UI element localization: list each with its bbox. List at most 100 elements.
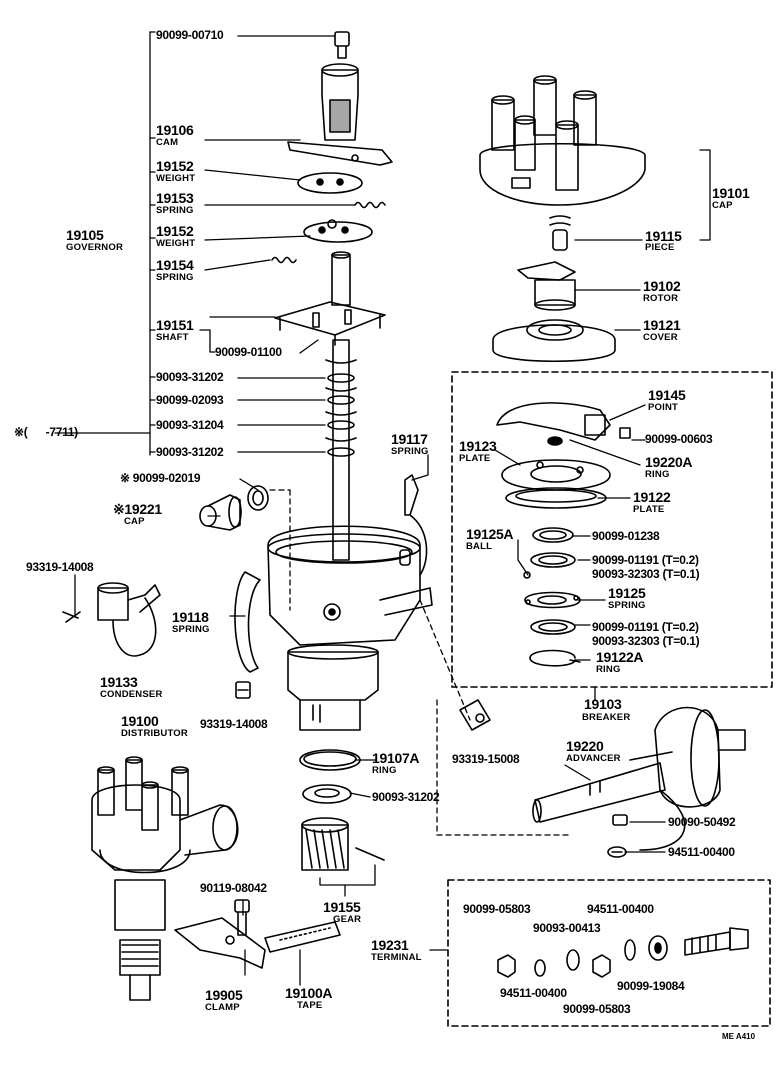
label-weight-upper: WEIGHT (156, 173, 196, 184)
spring-19153 (354, 201, 386, 209)
partno-90093-31204: 90093-31204 (156, 418, 224, 432)
label-plate-19122: PLATE (633, 504, 665, 515)
washer-90093-31202 (302, 784, 352, 804)
partno-19123: 19123 (459, 438, 497, 454)
label-plate-19123: PLATE (459, 453, 491, 464)
ring-19220a (547, 436, 563, 446)
advancer-19220 (532, 706, 746, 851)
condenser (62, 582, 161, 657)
partno-93319-14008-a: 93319-14008 (26, 560, 94, 574)
label-shaft: SHAFT (156, 332, 189, 343)
piece-19115 (549, 215, 571, 251)
figure-code: ME A410 (722, 1032, 756, 1041)
partno-90099-02093: 90099-02093 (156, 393, 224, 407)
screw-90099-00710 (334, 31, 350, 59)
label-spring-19153: SPRING (156, 205, 194, 216)
partno-90093-31202-b: 90093-31202 (156, 445, 224, 459)
label-governor: GOVERNOR (66, 242, 124, 253)
distributor-assembly (91, 756, 239, 1001)
partno-90099-02019: ※ 90099-02019 (120, 471, 201, 485)
label-spring-19117: SPRING (391, 446, 429, 457)
partno-19154: 19154 (156, 257, 194, 273)
partno-19118: 19118 (172, 609, 209, 625)
partno-19220: 19220 (566, 738, 604, 754)
plate-19123 (501, 459, 611, 491)
partno-19102: 19102 (643, 278, 681, 294)
label-cap: CAP (712, 200, 733, 211)
partno-19115: 19115 (645, 228, 682, 244)
cap-19221 (199, 494, 242, 531)
partno-19221: ※19221 (113, 501, 162, 517)
partno-90093-32303-a: 90093-32303 (T=0.1) (592, 567, 700, 581)
ring-90099-02019 (247, 485, 269, 511)
label-spring-19125: SPRING (608, 600, 646, 611)
label-clamp: CLAMP (205, 1002, 240, 1013)
weight-upper (297, 172, 363, 194)
washer-94511-00400-a (607, 846, 627, 858)
partno-19106: 19106 (156, 122, 194, 138)
partno-90093-00413: 90093-00413 (533, 921, 601, 935)
spring-19154 (271, 256, 297, 264)
bolt-90119-08042 (234, 899, 250, 936)
partno-19155: 19155 (323, 899, 361, 915)
terminal-group-box (447, 879, 771, 1027)
partno-19152-upper: 19152 (156, 158, 194, 174)
partno-94511-00400-b: 94511-00400 (500, 986, 567, 1000)
partno-19153: 19153 (156, 190, 194, 206)
partno-19107a: 19107A (372, 750, 420, 766)
partno-19145: 19145 (648, 387, 686, 403)
partno-93319-14008-b: 93319-14008 (200, 717, 268, 731)
partno-90099-01191-a: 90099-01191 (T=0.2) (592, 553, 699, 567)
spring-19118 (234, 571, 261, 673)
cam-part (287, 63, 393, 166)
label-piece: PIECE (645, 242, 675, 253)
partno-19100a: 19100A (285, 985, 333, 1001)
tape-19100a (264, 921, 341, 953)
clamp-19905 (174, 917, 266, 969)
partno-90119-08042: 90119-08042 (200, 881, 267, 895)
partno-19133: 19133 (100, 674, 138, 690)
label-terminal: TERMINAL (371, 952, 422, 963)
label-cover: COVER (643, 332, 678, 343)
partno-90099-01238: 90099-01238 (592, 529, 660, 543)
partno-90090-50492: 90090-50492 (668, 815, 736, 829)
label-advancer: ADVANCER (566, 753, 621, 764)
partno-90093-32303-b: 90093-32303 (T=0.1) (592, 634, 700, 648)
partno-19125: 19125 (608, 585, 646, 601)
partno-19152-lower: 19152 (156, 223, 194, 239)
ring-19107a (299, 749, 361, 771)
label-tape: TAPE (297, 1000, 323, 1011)
label-weight-lower: WEIGHT (156, 238, 196, 249)
partno-19231: 19231 (371, 937, 409, 953)
partno-93319-15008: 93319-15008 (452, 752, 520, 766)
partno-94511-00400-a: 94511-00400 (668, 845, 735, 859)
label-cap-19221: CAP (124, 516, 145, 527)
screw-90090-50492 (612, 814, 628, 826)
partno-90099-05803-b: 90099-05803 (563, 1002, 631, 1016)
ball-19125a (523, 571, 531, 579)
partno-19121: 19121 (643, 317, 681, 333)
governor-shaft (274, 251, 386, 561)
label-ball: BALL (466, 541, 493, 552)
label-point: POINT (648, 402, 679, 413)
label-ring-19107a: RING (372, 765, 397, 776)
partno-19103: 19103 (584, 696, 622, 712)
label-spring-19154: SPRING (156, 272, 194, 283)
rotor-19102 (517, 261, 576, 311)
spring-19117 (404, 474, 428, 576)
ring-19122a (529, 649, 581, 667)
partno-90099-19084: 90099-19084 (617, 979, 685, 993)
screw-93319-14008 (235, 681, 251, 699)
partno-19101: 19101 (712, 185, 750, 201)
weight-lower (303, 219, 373, 243)
spring-19125 (524, 591, 581, 609)
partno-19220a: 19220A (645, 454, 693, 470)
gear-19155 (301, 817, 385, 871)
cover-19121 (492, 319, 616, 362)
label-cam: CAM (156, 137, 179, 148)
partno-19125a: 19125A (466, 526, 514, 542)
label-condenser: CONDENSER (100, 689, 163, 700)
label-distributor: DISTRIBUTOR (121, 728, 188, 739)
washer-90099-01191-b (530, 619, 576, 635)
partno-19100: 19100 (121, 713, 159, 729)
